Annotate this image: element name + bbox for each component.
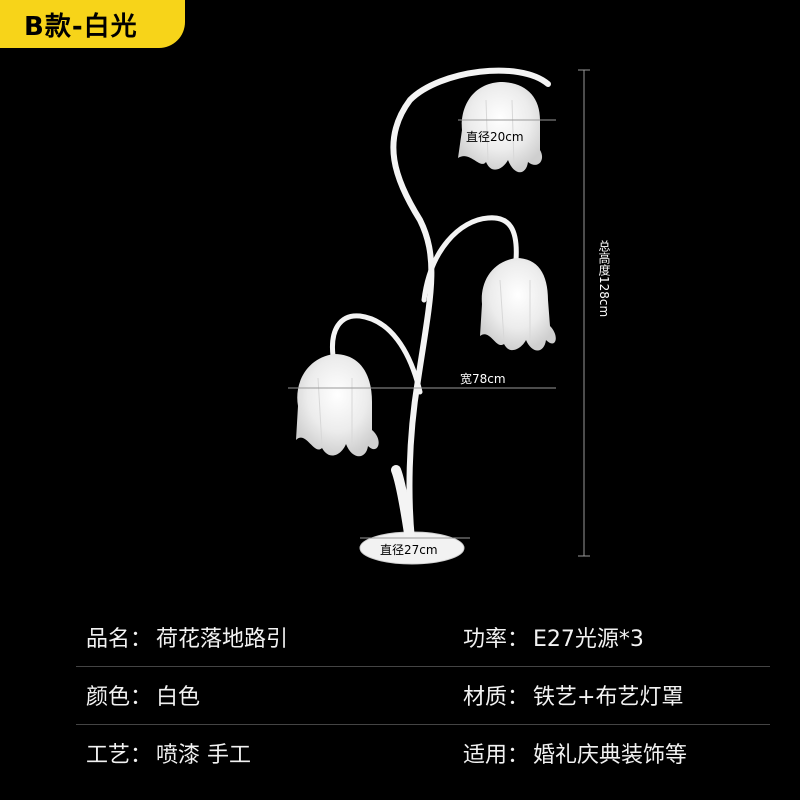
style-badge: B款-白光	[0, 0, 185, 48]
spec-value: 婚礼庆典装饰等	[533, 743, 688, 768]
spec-key: 适用：	[463, 743, 530, 768]
lotus-floor-lamp	[288, 67, 590, 565]
spec-craft: 工艺：喷漆 手工	[76, 737, 423, 769]
spec-material: 材质：铁艺+布艺灯罩	[423, 679, 770, 711]
product-illustration: 直径20cm 宽78cm 直径27cm 总高度128cm	[288, 67, 611, 565]
lamp-main-stem	[390, 67, 551, 543]
spec-key: 功率：	[463, 627, 530, 652]
lamp-shade-left	[296, 354, 379, 457]
style-badge-label: B款-白光	[24, 11, 138, 42]
spec-color: 颜色：白色	[76, 679, 423, 711]
spec-row: 品名：荷花落地路引 功率：E27光源*3	[76, 609, 770, 665]
spec-value: 铁艺+布艺灯罩	[533, 685, 684, 710]
spec-row: 颜色：白色 材质：铁艺+布艺灯罩	[76, 666, 770, 723]
spec-value: 荷花落地路引	[156, 627, 289, 652]
spec-key: 品名：	[86, 627, 153, 652]
spec-power: 功率：E27光源*3	[423, 621, 770, 653]
spec-usage: 适用：婚礼庆典装饰等	[423, 737, 770, 769]
spec-key: 材质：	[463, 685, 530, 710]
shade-diameter-label: 直径20cm	[466, 130, 524, 144]
base-diameter-label: 直径27cm	[380, 543, 438, 557]
spec-value: 白色	[156, 685, 201, 710]
spec-product-name: 品名：荷花落地路引	[76, 621, 423, 653]
spec-value: 喷漆 手工	[156, 743, 252, 768]
spec-table: 品名：荷花落地路引 功率：E27光源*3 颜色：白色 材质：铁艺+布艺灯罩 工艺…	[0, 600, 800, 800]
lamp-left-branch	[329, 313, 423, 395]
spec-row: 工艺：喷漆 手工 适用：婚礼庆典装饰等	[76, 724, 770, 781]
lamp-shade-right	[480, 258, 556, 351]
width-label: 宽78cm	[460, 372, 506, 386]
spec-key: 颜色：	[86, 685, 153, 710]
total-height-label: 总高度128cm	[597, 240, 611, 318]
spec-key: 工艺：	[86, 743, 153, 768]
lamp-shade-top	[458, 82, 543, 173]
spec-value: E27光源*3	[533, 627, 644, 652]
lamp-right-branch	[421, 215, 519, 303]
